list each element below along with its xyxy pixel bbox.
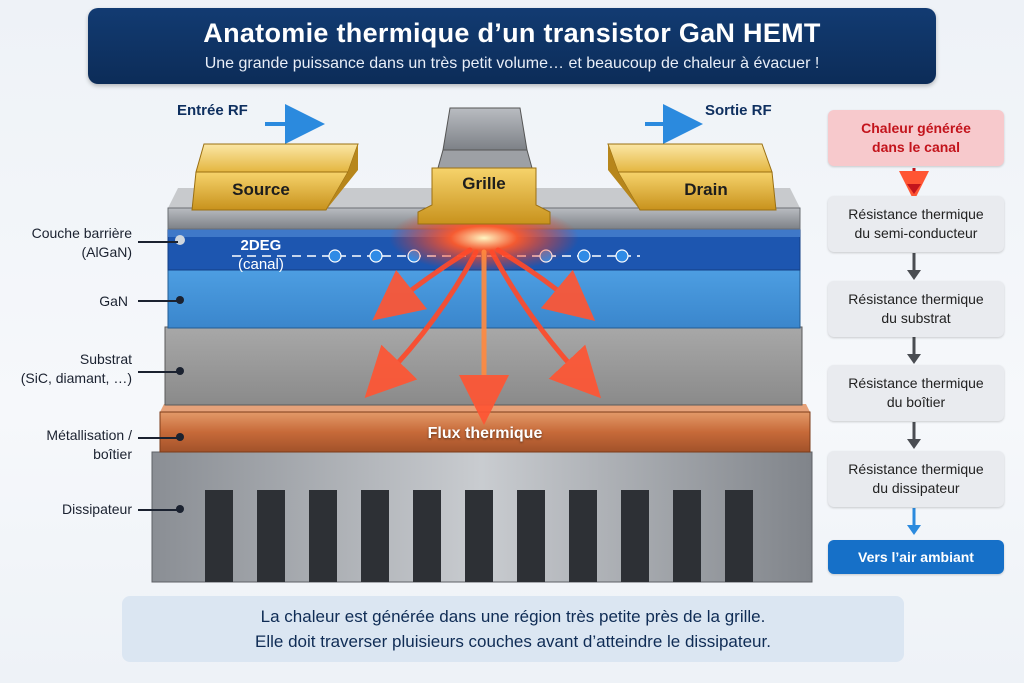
2deg-subtitle: (canal) — [238, 256, 284, 273]
layer-label-metallization: Métallisation /boîtier — [46, 427, 132, 462]
layer-label-gan: GaN — [99, 293, 128, 309]
2deg-title: 2DEG — [240, 237, 282, 254]
dot-substrate — [176, 367, 184, 375]
title-banner: Anatomie thermique d’un transistor GaN H… — [88, 8, 936, 84]
flux-label: Flux thermique — [427, 425, 543, 442]
gate-label: Grille — [462, 174, 506, 193]
rf-output-label: Sortie RF — [705, 102, 772, 119]
footer-note: La chaleur est générée dans une région t… — [122, 596, 904, 662]
leader-heatsink — [138, 509, 178, 511]
dot-heatsink — [176, 505, 184, 513]
leader-substrate — [138, 371, 178, 373]
leader-gan — [138, 300, 178, 302]
drain-contact — [607, 143, 777, 211]
footer-line-2: Elle doit traverser pluisieurs couches a… — [255, 632, 771, 651]
2deg-label: 2DEG (canal) — [238, 236, 284, 274]
rf-input-label: Entrée RF — [177, 102, 248, 119]
heat-flux-arrows — [364, 247, 602, 425]
page-subtitle: Une grande puissance dans un très petit … — [204, 55, 820, 72]
layer-label-substrate: Substrat(SiC, diamant, …) — [20, 351, 132, 386]
dot-metallization — [176, 433, 184, 441]
leader-metallization — [138, 437, 178, 439]
heatsink — [151, 451, 813, 583]
layer-label-barrier: Couche barrière(AlGaN) — [31, 225, 132, 260]
leader-barrier — [138, 241, 178, 243]
footer-line-1: La chaleur est générée dans une région t… — [260, 607, 766, 626]
dot-gan — [176, 296, 184, 304]
page-title: Anatomie thermique d’un transistor GaN H… — [203, 18, 821, 48]
thermal-chain-arrows — [899, 168, 929, 535]
source-contact — [191, 143, 359, 211]
drain-label: Drain — [684, 180, 728, 199]
chain-box-ambient-air: Vers l’air ambiant — [828, 540, 1004, 574]
gate-contact — [417, 107, 551, 225]
source-label: Source — [232, 180, 290, 199]
layer-label-heatsink: Dissipateur — [61, 501, 132, 517]
